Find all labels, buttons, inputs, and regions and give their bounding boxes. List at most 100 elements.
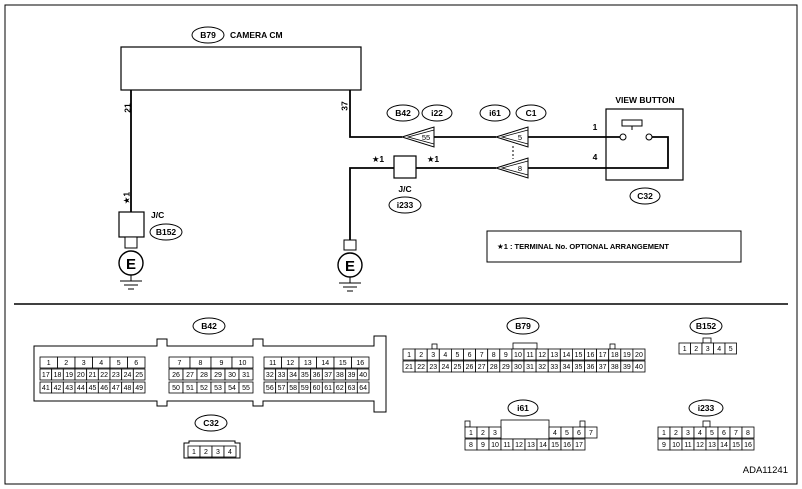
i61-bottom-pin-8: 8: [469, 442, 473, 449]
b42-mid-0-pin-21: 21: [89, 372, 97, 379]
b79-bottom-pin-40: 40: [635, 364, 643, 371]
connector-8-label: 8: [518, 164, 522, 173]
jc-left-label: J/C: [151, 210, 164, 220]
b42-mid-0-pin-19: 19: [65, 372, 73, 379]
b42-top-0-pin-6-cell: [127, 356, 146, 369]
i233-bottom-pin-15: 15: [732, 442, 740, 449]
b42-bot-2-pin-57: 57: [278, 385, 286, 392]
ground-mid-symbol: [339, 277, 361, 292]
b42-top-0-pin-6: 6: [134, 360, 138, 367]
b42-bot-0-pin-41: 41: [42, 385, 50, 392]
b79-bottom-pin-38: 38: [611, 364, 619, 371]
b79-bottom-pin-37: 37: [599, 364, 607, 371]
b42-mid-0-pin-25: 25: [135, 372, 143, 379]
view-button-title: VIEW BUTTON: [615, 95, 674, 105]
c32-connector-tag: [629, 187, 661, 205]
c1-connector-tag: [515, 104, 547, 122]
ground-mid-label: E: [345, 258, 355, 275]
i61-bottom-pin-9: 9: [481, 442, 485, 449]
b42-top-1-pin-8: 8: [199, 360, 203, 367]
view-button-box: [605, 108, 684, 181]
b42-mid-0-pin-22: 22: [100, 372, 108, 379]
c32-pin-1: 1: [192, 449, 196, 456]
view-button-contact-2: [645, 133, 653, 141]
b79-bottom-pin-25: 25: [454, 364, 462, 371]
b42-bot-0-pin-47: 47: [112, 385, 120, 392]
b42-bot-0-pin-46: 46: [100, 385, 108, 392]
star1-mid-left-label: ★1: [372, 154, 385, 164]
b42-connector-tag: [386, 104, 420, 122]
b79-tag-label: B79: [200, 30, 216, 40]
b79-bottom-pin-29: 29: [502, 364, 510, 371]
b42-top-2-pin-13: 13: [304, 360, 312, 367]
b79-bottom-pin-27: 27: [478, 364, 486, 371]
ground-mid-stub: [343, 239, 357, 251]
b79-key-left: [431, 343, 438, 350]
wire-37-label: 37: [339, 101, 349, 111]
b152-pin-2: 2: [694, 346, 698, 353]
b79-connector-tag: [191, 26, 225, 44]
b42-top-0-pin-5: 5: [117, 360, 121, 367]
b42-top-1-pin-10: 10: [239, 360, 247, 367]
star1-mid-right-label: ★1: [427, 154, 440, 164]
c32-face-tag: [194, 414, 228, 432]
b79-top-pin-7: 7: [480, 352, 484, 359]
b42-bot-2-pin-60: 60: [313, 385, 321, 392]
b42-face-tag: [192, 317, 226, 335]
i61-topright-pin-7-cell: [584, 426, 598, 439]
b79-top-pin-8: 8: [492, 352, 496, 359]
jc-left-stub: [124, 236, 138, 249]
b79-key-right: [609, 343, 616, 350]
i61-bottom-pin-14: 14: [539, 442, 547, 449]
b79-bottom-pin-40-cell: [632, 360, 646, 373]
b79-bottom-pin-28: 28: [490, 364, 498, 371]
b42-bot-1-pin-54: 54: [228, 385, 236, 392]
b42-bot-1-pin-53: 53: [214, 385, 222, 392]
i61-bottom-pin-17-cell: [572, 438, 586, 451]
b79-top-pin-3: 3: [431, 352, 435, 359]
b42-mid-1-pin-31: 31: [242, 372, 250, 379]
i233-top-pin-3: 3: [686, 430, 690, 437]
b152-face-tag: [689, 317, 723, 335]
b42-mid-2-pin-40-cell: [356, 368, 370, 381]
b42-top-0-pin-1: 1: [47, 360, 51, 367]
b79-bottom-pin-34: 34: [562, 364, 570, 371]
i61-topleft-pin-2: 2: [481, 430, 485, 437]
b42-bot-0-pin-42: 42: [54, 385, 62, 392]
b152-key: [702, 337, 712, 344]
i233-top-pin-6: 6: [722, 430, 726, 437]
b42-mid-2-pin-32: 32: [266, 372, 274, 379]
b42-top-2-pin-12: 12: [286, 360, 294, 367]
b42-bot-0-pin-44: 44: [77, 385, 85, 392]
camera-cm-title: CAMERA CM: [230, 30, 283, 40]
b42-mid-2-pin-37: 37: [324, 372, 332, 379]
i61-bottom-pin-10: 10: [491, 442, 499, 449]
i233-face-tag: [688, 399, 724, 417]
b42-top-0-pin-2: 2: [64, 360, 68, 367]
connector-55-label: 55: [422, 133, 430, 142]
b79-bottom-pin-21: 21: [405, 364, 413, 371]
camera-cm-box: [120, 46, 362, 91]
i61-bottom-pin-16: 16: [563, 442, 571, 449]
b79-bottom-pin-24: 24: [441, 364, 449, 371]
b152-face-tag-label: B152: [696, 321, 717, 331]
b79-top-pin-19: 19: [623, 352, 631, 359]
b42-bot-2-pin-64: 64: [359, 385, 367, 392]
b42-bot-2-pin-62: 62: [336, 385, 344, 392]
b42-bot-0-pin-45: 45: [89, 385, 97, 392]
star1-left-label: ★1: [121, 192, 131, 205]
i233-bottom-pin-14: 14: [720, 442, 728, 449]
i61-key-left: [464, 420, 471, 428]
wire-21-label: 21: [122, 103, 132, 113]
i233-top-pin-2: 2: [674, 430, 678, 437]
i61-topleft-pin-3: 3: [493, 430, 497, 437]
b42-mid-1-pin-26: 26: [172, 372, 180, 379]
b79-top-pin-18: 18: [611, 352, 619, 359]
b79-top-pin-15: 15: [575, 352, 583, 359]
b152-pin-1: 1: [683, 346, 687, 353]
